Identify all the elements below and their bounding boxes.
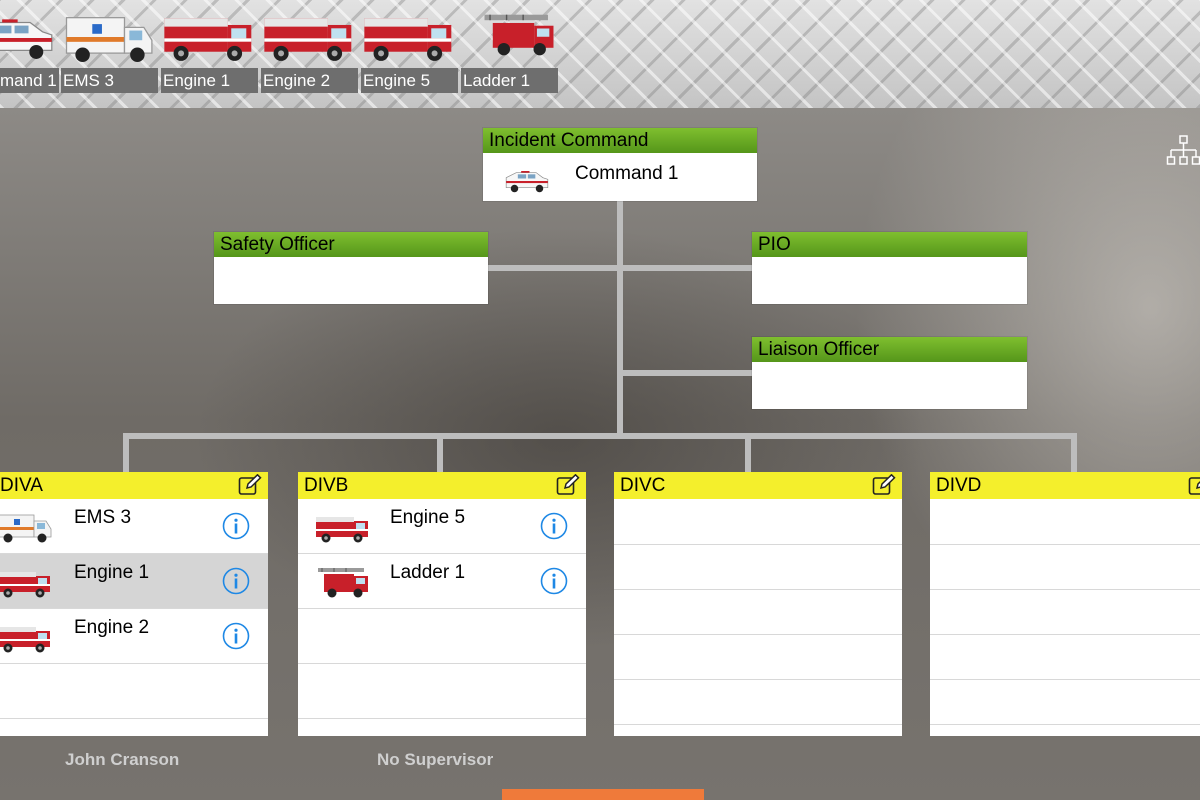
connector-staff — [488, 265, 752, 271]
unit-tile-engine-5[interactable]: Engine 5 — [361, 0, 458, 93]
unit-name: Engine 5 — [390, 507, 466, 528]
incident-command-header: Incident Command — [483, 128, 757, 153]
unit-tile-label: EMS 3 — [61, 68, 158, 93]
unit-tile-label: Engine 1 — [161, 68, 258, 93]
division-name: DIVB — [304, 475, 349, 496]
divider — [930, 634, 1200, 635]
pio-box[interactable]: PIO — [752, 232, 1027, 304]
divider — [930, 589, 1200, 590]
connector-divb — [437, 433, 443, 473]
unit-tile-label: mand 1 — [0, 68, 59, 93]
division-name: DIVD — [936, 475, 982, 496]
divider — [930, 544, 1200, 545]
unit-tile-ladder-1[interactable]: Ladder 1 — [461, 0, 558, 93]
diva-supervisor[interactable]: John Cranson — [65, 750, 180, 769]
info-icon[interactable] — [222, 512, 250, 540]
divider — [614, 544, 902, 545]
edit-icon[interactable] — [1188, 474, 1200, 496]
unit-name: Engine 1 — [74, 562, 150, 583]
fire-engine-icon — [0, 564, 54, 600]
list-item — [298, 609, 586, 664]
list-item[interactable]: Engine 2 — [0, 609, 268, 664]
divider — [614, 724, 902, 725]
unit-bar: mand 1 EMS 3 Engine 1 Engine 2 Engine 5 … — [0, 0, 1200, 109]
unit-tile-ems-3[interactable]: EMS 3 — [61, 0, 158, 93]
division-card-diva: DIVA EMS 3 Engine 1 Engine 2 — [0, 472, 268, 736]
division-card-divb: DIVB Engine 5 Ladder 1 — [298, 472, 586, 736]
divider — [614, 634, 902, 635]
divider — [614, 589, 902, 590]
division-card-divd: DIVD — [930, 472, 1200, 736]
fire-engine-icon — [0, 619, 54, 655]
unit-name: Engine 2 — [74, 617, 150, 638]
edit-icon[interactable] — [556, 474, 580, 496]
connector-divc — [745, 433, 751, 473]
list-item[interactable]: EMS 3 — [0, 499, 268, 554]
safety-officer-box[interactable]: Safety Officer — [214, 232, 488, 304]
suv-icon — [0, 18, 53, 60]
info-icon[interactable] — [222, 567, 250, 595]
info-icon[interactable] — [540, 512, 568, 540]
suv-icon — [499, 166, 555, 196]
unit-name: EMS 3 — [74, 507, 132, 528]
division-card-divc: DIVC — [614, 472, 902, 736]
list-item — [0, 664, 268, 719]
ambulance-icon — [0, 509, 54, 545]
connector-divd — [1071, 433, 1077, 473]
incident-command-box[interactable]: Incident Command Command 1 — [483, 128, 757, 201]
fire-engine-icon — [364, 18, 452, 61]
unit-tile-engine-1[interactable]: Engine 1 — [161, 0, 258, 93]
list-item[interactable]: Ladder 1 — [298, 554, 586, 609]
unit-tile-engine-2[interactable]: Engine 2 — [261, 0, 358, 93]
connector-liaison — [620, 370, 752, 376]
ambulance-icon — [65, 16, 153, 63]
ladder-truck-icon — [314, 564, 372, 600]
fire-engine-icon — [164, 18, 252, 61]
command-unit-name: Command 1 — [575, 163, 679, 184]
liaison-officer-box[interactable]: Liaison Officer — [752, 337, 1027, 409]
unit-tile-label: Engine 5 — [361, 68, 458, 93]
division-name: DIVA — [0, 475, 43, 496]
fire-engine-icon — [314, 509, 372, 545]
info-icon[interactable] — [540, 567, 568, 595]
unit-tile-label: Engine 2 — [261, 68, 358, 93]
safety-officer-header: Safety Officer — [214, 232, 488, 257]
divb-supervisor[interactable]: No Supervisor — [377, 750, 494, 769]
edit-icon[interactable] — [872, 474, 896, 496]
list-item[interactable]: Engine 5 — [298, 499, 586, 554]
org-chart-icon[interactable] — [1166, 135, 1200, 171]
unit-tile-label: Ladder 1 — [461, 68, 558, 93]
connector-divisions — [123, 433, 1077, 439]
info-icon[interactable] — [222, 622, 250, 650]
fire-engine-icon — [264, 18, 352, 61]
divider — [930, 724, 1200, 725]
divider — [614, 679, 902, 680]
connector-diva — [123, 433, 129, 473]
bottom-action-tab[interactable] — [502, 789, 704, 800]
unit-name: Ladder 1 — [390, 562, 466, 583]
list-item — [298, 664, 586, 719]
divider — [930, 679, 1200, 680]
list-item[interactable]: Engine 1 — [0, 554, 268, 609]
pio-header: PIO — [752, 232, 1027, 257]
liaison-officer-header: Liaison Officer — [752, 337, 1027, 362]
unit-tile-command-1[interactable]: mand 1 — [0, 0, 59, 93]
edit-icon[interactable] — [238, 474, 262, 496]
ladder-truck-icon — [483, 13, 555, 57]
division-name: DIVC — [620, 475, 666, 496]
connector-vertical — [617, 200, 623, 436]
